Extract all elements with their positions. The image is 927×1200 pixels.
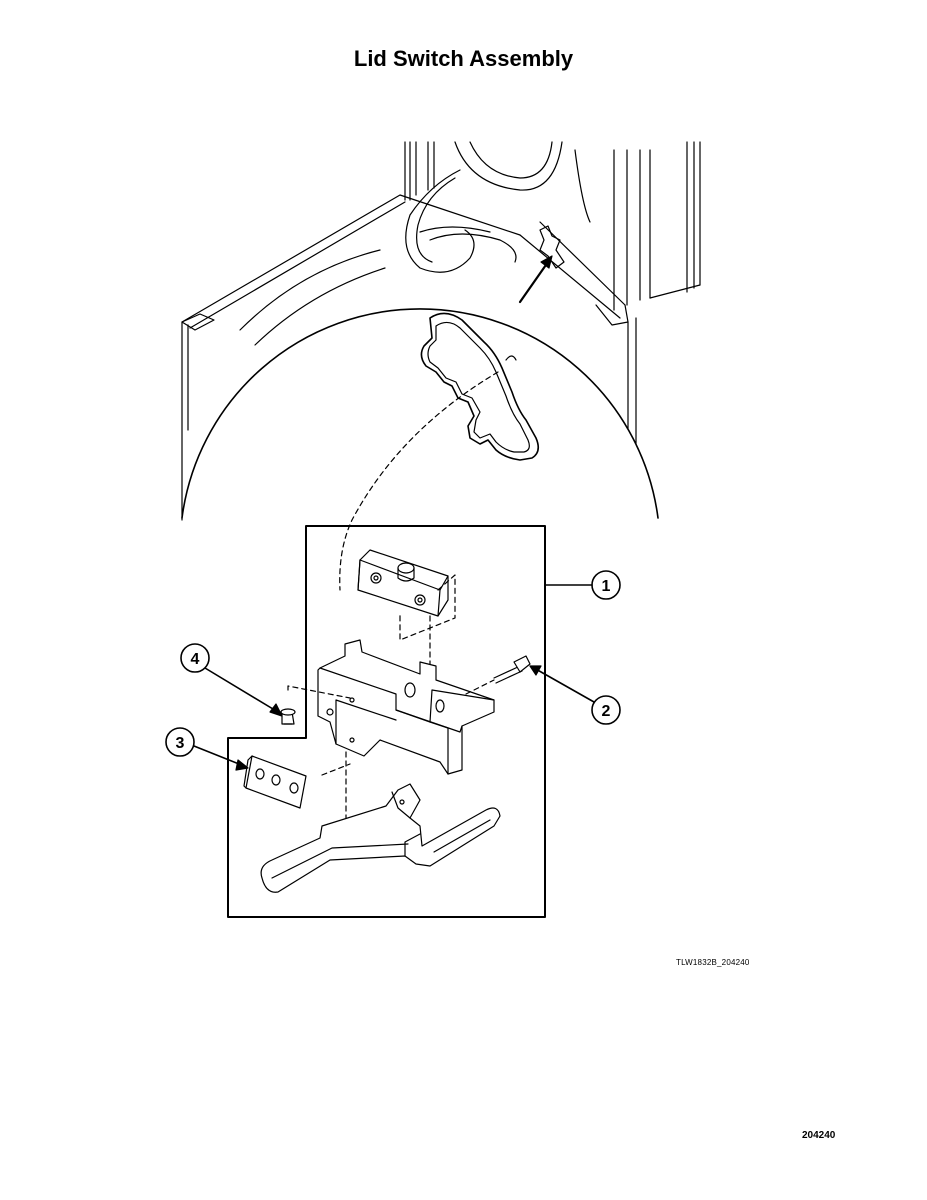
page-code: 204240 <box>802 1130 836 1141</box>
callout-1: 1 <box>544 570 621 600</box>
lid-switch <box>357 549 456 691</box>
callout-3-number: 3 <box>176 735 185 752</box>
page-title: Lid Switch Assembly <box>353 46 574 71</box>
callout-3: 3 <box>165 727 249 771</box>
callout-4-number: 4 <box>191 651 200 668</box>
callout-2: 2 <box>529 665 621 725</box>
magnified-detail <box>181 308 659 591</box>
callout-2-number: 2 <box>602 703 611 720</box>
callout-1-number: 1 <box>602 578 611 595</box>
switch-bracket <box>287 639 495 841</box>
washer-cabinet <box>181 141 701 521</box>
actuator-lever <box>260 783 501 893</box>
screw <box>465 655 531 695</box>
plate <box>243 755 307 809</box>
clip <box>280 708 296 725</box>
exploded-view-frame <box>227 525 546 918</box>
callout-4: 4 <box>180 643 283 717</box>
figure-id: TLW1832B_204240 <box>676 958 750 967</box>
